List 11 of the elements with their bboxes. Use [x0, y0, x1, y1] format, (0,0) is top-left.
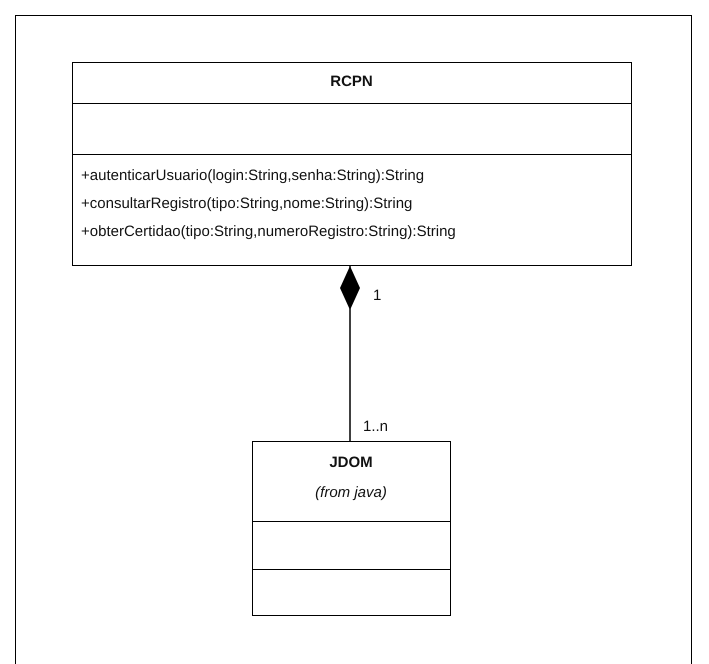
multiplicity-label: 1 — [373, 287, 382, 304]
class-box — [72, 62, 632, 266]
method-signature: +obterCertidao(tipo:String,numeroRegistro:String):String — [81, 223, 456, 240]
class-name: JDOM — [328, 454, 374, 471]
method-signature: +consultarRegistro(tipo:String,nome:String):String — [81, 195, 412, 212]
package-note: (from java) — [314, 484, 388, 501]
class-name: RCPN — [329, 73, 374, 90]
class-box — [252, 441, 451, 616]
composition-line — [340, 266, 360, 441]
multiplicity-label: 1..n — [363, 418, 388, 435]
method-signature: +autenticarUsuario(login:String,senha:String):String — [81, 167, 424, 184]
